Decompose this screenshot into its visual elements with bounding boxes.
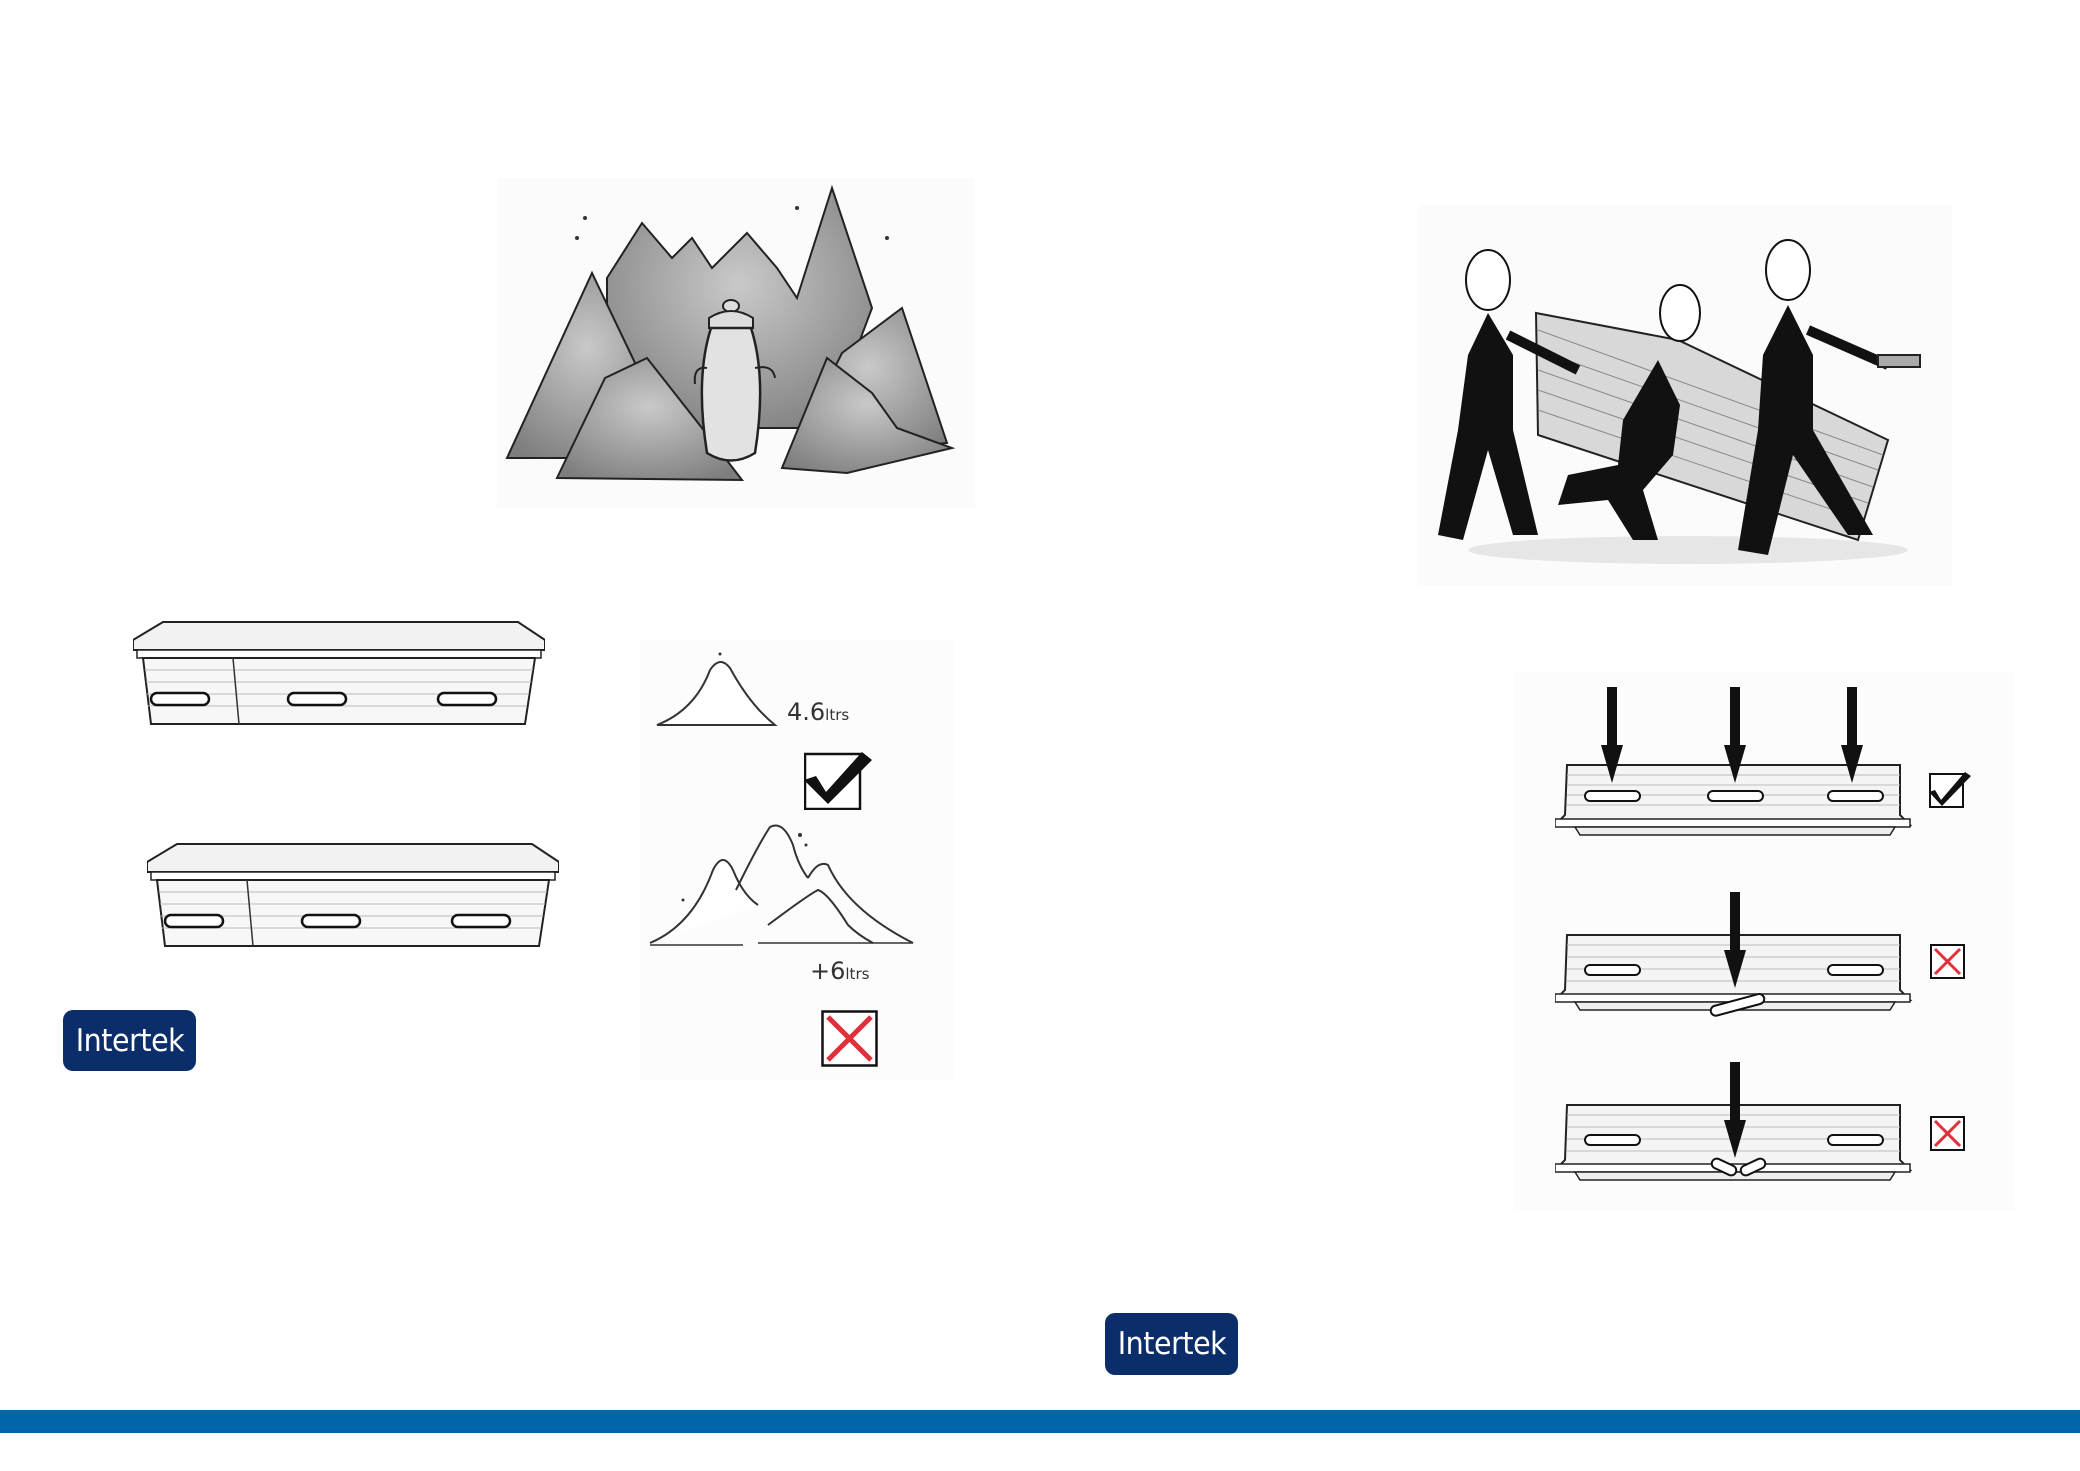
intertek-logo-center: Intertek — [1105, 1313, 1238, 1375]
intertek-logo-left: Intertek — [63, 1010, 196, 1071]
ash-volume-good-value: 4.6 — [787, 698, 826, 726]
footer-bar — [0, 1410, 2080, 1433]
intertek-logo-left-text: Intertek — [75, 1022, 184, 1059]
ash-volume-bad-label: +6ltrs — [810, 957, 869, 985]
checkmark-icon — [804, 748, 876, 810]
cross-icon — [821, 1010, 878, 1067]
pallbearers-illustration — [1418, 205, 1952, 585]
handle-test-row-1 — [1555, 685, 1915, 850]
ash-volume-good-label: 4.6ltrs — [787, 698, 849, 726]
ash-volume-good-unit: ltrs — [825, 706, 850, 724]
handle-test-row-2 — [1555, 890, 1915, 1025]
ash-volume-bad-value: +6 — [810, 957, 846, 985]
large-ash-piles-icon — [648, 815, 918, 950]
handle-test-row-3-cross-icon — [1930, 1116, 1965, 1151]
handle-test-row-2-cross-icon — [1930, 944, 1965, 979]
handle-test-row-1-check-icon — [1929, 770, 1971, 808]
wicker-coffin-oversize — [147, 842, 559, 947]
ashes-urn-illustration — [497, 178, 975, 508]
wicker-coffin-standard — [133, 620, 545, 725]
intertek-logo-center-text: Intertek — [1117, 1326, 1226, 1362]
handle-test-row-3 — [1555, 1060, 1915, 1195]
small-ash-pile-icon — [655, 650, 780, 730]
ash-volume-bad-unit: ltrs — [845, 965, 870, 983]
